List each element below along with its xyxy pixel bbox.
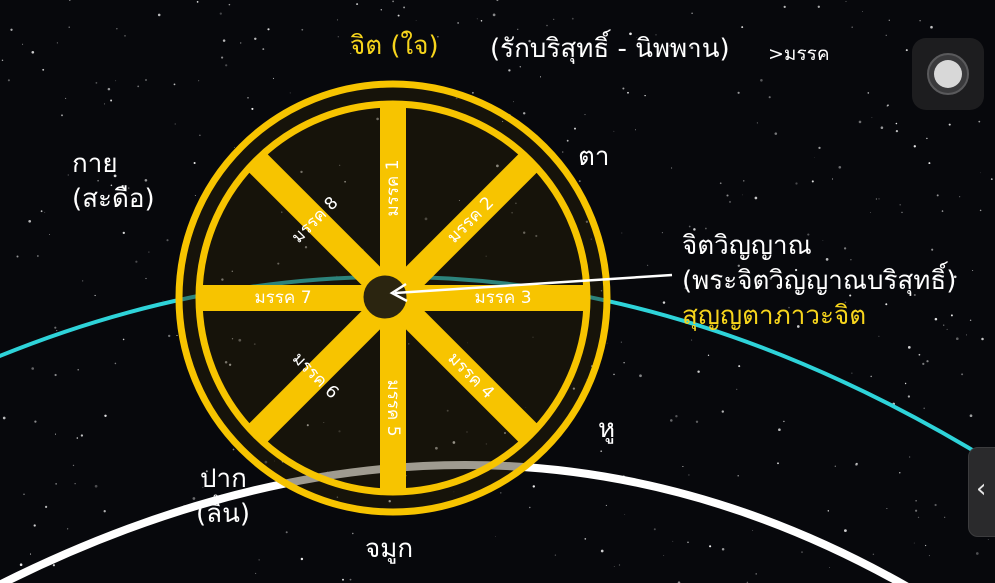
white-earth-arc — [0, 461, 909, 583]
spoke-label-path-7: มรรค 7 — [254, 288, 311, 308]
label-eye: ตา — [578, 142, 610, 172]
label-mouth-tongue: (ลิ้น) — [196, 499, 250, 529]
label-mouth: ปาก — [200, 464, 247, 494]
label-ear: หู — [598, 414, 616, 444]
label-emptiness-mind: สุญญตาภาวะจิต — [682, 301, 867, 331]
side-panel-tab[interactable]: ‹ — [968, 447, 995, 537]
spoke-label-path-5: มรรค 5 — [383, 379, 403, 436]
label-nose: จมูก — [365, 534, 414, 564]
label-body-navel: (สะดือ) — [72, 184, 155, 214]
pointer-arrow — [389, 273, 673, 303]
label-pure-consciousness: (พระจิตวิญญาณบริสุทธิ์) — [682, 266, 957, 296]
spoke-label-path-3: มรรค 3 — [474, 288, 531, 308]
label-mind: จิต (ใจ) — [350, 31, 439, 61]
record-button[interactable] — [912, 38, 984, 110]
label-consciousness: จิตวิญญาณ — [682, 231, 812, 261]
label-body: กาย — [72, 149, 118, 179]
label-pure-love-nirvana: (รักบริสุทธิ์ - นิพพาน) — [490, 34, 730, 64]
wheel-hub — [360, 272, 410, 322]
chevron-left-icon: ‹ — [976, 474, 987, 504]
teal-orbit-arc — [0, 274, 995, 467]
label-path: >มรรค — [768, 43, 830, 65]
spoke-label-path-1: มรรค 1 — [383, 159, 403, 216]
